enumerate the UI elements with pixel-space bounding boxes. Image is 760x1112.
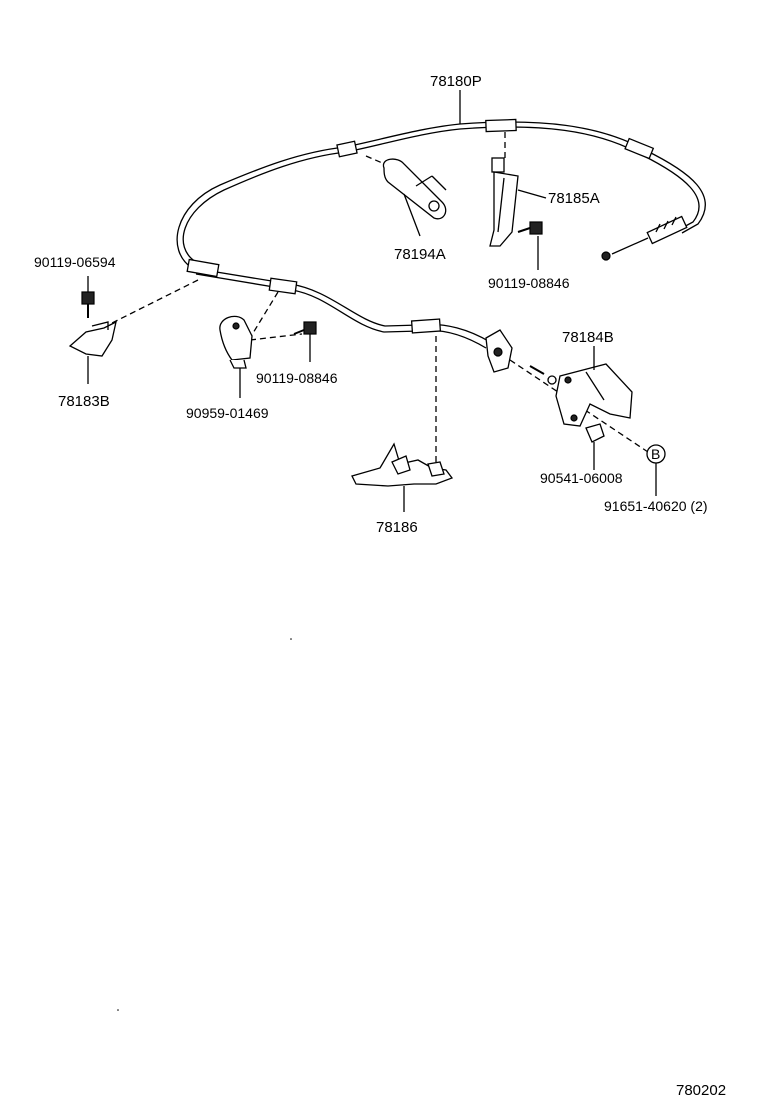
bracket-78186	[351, 442, 454, 512]
label-90119-08846-top: 90119-08846	[488, 275, 570, 291]
label-90119-06594: 90119-06594	[34, 254, 116, 270]
label-78180p: 78180P	[430, 73, 482, 90]
bolt-small-78184b	[529, 365, 557, 385]
label-78185a: 78185A	[548, 190, 600, 207]
nut-90541-06008	[585, 423, 605, 470]
label-78184b: 78184B	[562, 329, 614, 346]
label-91651-40620: 91651-40620 (2)	[604, 498, 708, 514]
lower-cable	[186, 258, 513, 373]
clamp-78183b	[68, 320, 117, 384]
bracket-78185a	[489, 157, 547, 247]
cable-end-plate	[485, 329, 513, 373]
bolt-90119-08846-mid	[293, 321, 317, 362]
callout-b-letter: B	[651, 446, 660, 462]
bracket-78184b	[555, 346, 633, 427]
label-90541-06008: 90541-06008	[540, 470, 623, 486]
label-90959-01469: 90959-01469	[186, 405, 269, 421]
speck-1	[290, 638, 292, 640]
label-78186: 78186	[376, 519, 418, 536]
speck-2	[117, 1009, 119, 1011]
clip-90959-01469	[219, 315, 253, 398]
callout-b: B	[646, 444, 666, 496]
bolt-90119-06594	[81, 276, 95, 318]
bolt-90119-08846-top	[517, 221, 543, 270]
label-78194a: 78194A	[394, 246, 446, 263]
label-90119-08846-mid: 90119-08846	[256, 370, 338, 386]
label-78183b: 78183B	[58, 393, 110, 410]
bracket-78194a	[382, 158, 447, 237]
main-cable	[176, 118, 706, 269]
cable-end-fitting-right	[601, 215, 688, 261]
figure-number: 780202	[676, 1082, 726, 1099]
